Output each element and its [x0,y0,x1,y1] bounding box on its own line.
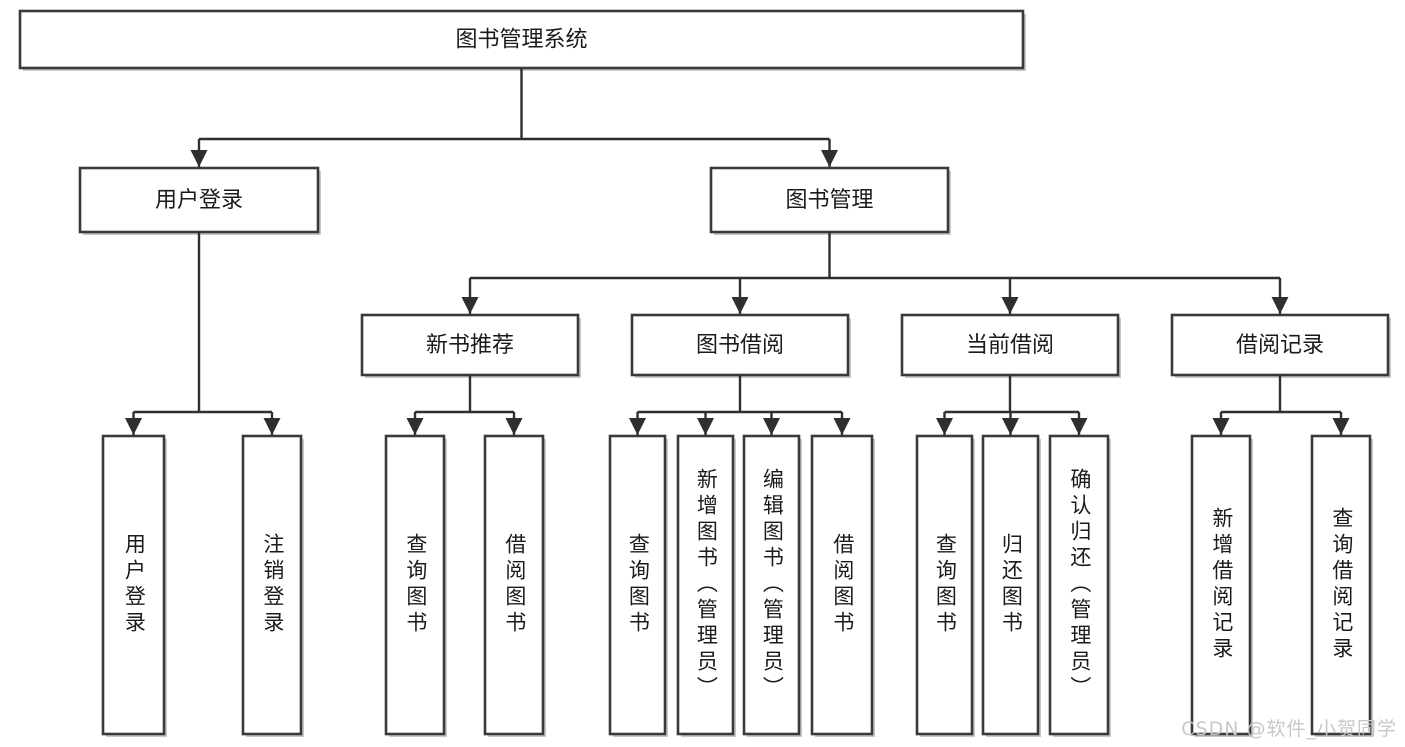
node-box-outline [101,434,166,736]
node-level3-当前借阅[interactable] [900,313,1121,378]
arrow-head-icon-leaf [406,418,424,435]
node-label-level3: 当前借阅 [966,333,1054,358]
node-box-outline [1310,434,1372,736]
arrow-head-icon-leaf [505,418,523,435]
arrow-head-icon-level3 [731,297,749,314]
node-box-outline [1190,434,1252,736]
arrow-head-icon-leaf [1332,418,1350,435]
node-label-level2: 用户登录 [155,188,243,213]
node-level2-图书管理[interactable] [709,166,951,235]
node-level3-借阅记录[interactable] [1170,313,1391,378]
arrow-head-icon-leaf [1070,418,1088,435]
node-leaf-查询图书[interactable] [384,434,447,737]
node-box-outline [384,434,446,736]
node-box-outline [900,313,1120,377]
node-label-level3: 新书推荐 [426,333,514,358]
node-label-root: 图书管理系统 [455,28,587,53]
arrow-head-icon-leaf [263,418,281,435]
arrow-head-icon-leaf [936,418,953,435]
arrow-head-icon-level3 [1271,297,1289,314]
arrow-head-icon-level3 [461,297,479,314]
node-box-outline [981,434,1040,736]
arrow-head-icon-level2 [190,150,208,167]
node-box-outline [18,9,1025,70]
node-leaf-编辑图书（管理员）[interactable] [742,434,802,737]
node-label-level2: 图书管理 [785,188,873,213]
node-leaf-借阅图书[interactable] [483,434,546,737]
node-box-outline [1048,434,1110,736]
node-leaf-查询图书[interactable] [915,434,975,737]
node-box-outline [608,434,667,736]
node-leaf-查询图书[interactable] [608,434,668,737]
arrow-head-icon-leaf [1212,418,1230,435]
node-box-outline [742,434,801,736]
arrow-head-icon-level3 [1001,297,1019,314]
node-root-图书管理系统[interactable] [18,9,1026,71]
node-box-outline [676,434,735,736]
arrow-head-icon-level2 [821,150,838,167]
node-box-outline [1170,313,1390,377]
node-leaf-注销登录[interactable] [241,434,304,737]
arrow-head-icon-leaf [697,418,714,435]
node-box-outline [709,166,950,234]
node-box-outline [483,434,545,736]
node-leaf-查询借阅记录[interactable] [1310,434,1373,737]
node-level3-图书借阅[interactable] [630,313,851,378]
node-leaf-归还图书[interactable] [981,434,1041,737]
node-leaf-借阅图书[interactable] [810,434,875,737]
arrow-head-icon-leaf [1002,418,1019,435]
csdn-watermark: CSDN @软件_小贺同学 [1181,718,1397,740]
node-leaf-新增借阅记录[interactable] [1190,434,1253,737]
node-box-outline [810,434,874,736]
arrow-head-icon-leaf [833,418,851,435]
arrow-head-icon-leaf [763,418,780,435]
node-level3-新书推荐[interactable] [360,313,581,378]
arrow-head-icon-leaf [629,418,646,435]
node-label-level3: 图书借阅 [696,333,784,358]
node-box-outline [360,313,580,377]
node-leaf-确认归还（管理员）[interactable] [1048,434,1111,737]
arrow-head-icon-leaf [125,418,142,435]
node-box-outline [241,434,303,736]
node-leaf-用户登录[interactable] [101,434,167,737]
node-box-outline [915,434,974,736]
node-leaf-新增图书（管理员）[interactable] [676,434,736,737]
node-label-level3: 借阅记录 [1236,333,1324,358]
